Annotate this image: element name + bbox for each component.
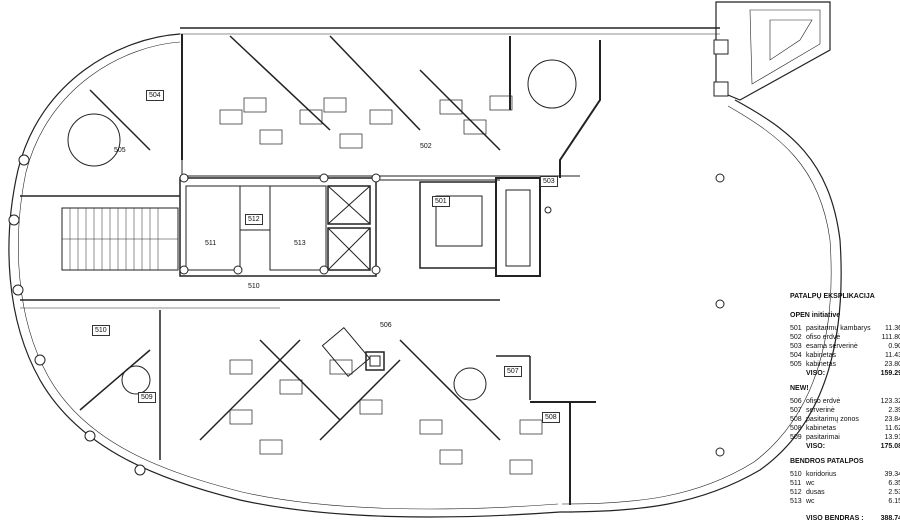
legend-row: 512 dusas 2.53 [790,488,900,497]
room-name: koridorius [806,471,837,478]
legend-group-new: NEW! 506 ofiso erdvė 123.32 507 serverinė 2.… [790,384,900,451]
stair-tower [715,1,831,101]
room-number: 507 [790,407,802,414]
legend-grand-total: VISO BENDRAS : 388.74 [790,514,900,523]
grand-total-label: VISO BENDRAS : [806,515,864,522]
room-number: 501 [790,325,802,332]
room-name: pasitarimų zonos [806,416,859,423]
legend-subtotal: VISO: 159.29 [790,369,900,378]
legend-group-shared: BENDROS PATALPOS 510 koridorius 39.34 511 w… [790,457,900,506]
room-name: kabinetas [806,352,836,359]
legend-row: 507 serverinė 2.39 [790,406,900,415]
room-area: 6.35 [888,480,900,487]
subtotal-label: VISO: [806,370,826,377]
room-name: kabinetas [806,361,836,368]
room-number: 504 [790,352,802,359]
room-area: 23.84 [884,416,900,423]
legend-row: 503 esama serverinė 0.90 [790,342,900,351]
area-legend: PATALPŲ EKSPLIKACIJA OPEN initiative 501… [790,292,900,523]
room-label-509: 509 [138,392,156,403]
subtotal-value: 175.08 [880,443,900,450]
room-number: 508 [790,416,802,423]
legend-group-title: BENDROS PATALPOS [790,458,864,465]
legend-row: 504 kabinetas 11.43 [790,351,900,360]
room-name: pasitarimų kambarys [806,325,871,332]
legend-row: 508 pasitarimų zonos 23.84 [790,415,900,424]
legend-row: 502 ofiso erdvė 111.80 [790,333,900,342]
legend-subtotal: VISO: 175.08 [790,442,900,451]
room-number: 508 [790,425,802,432]
room-area: 0.90 [888,343,900,350]
room-label-502: 502 [420,143,432,150]
room-name: esama serverinė [806,343,858,350]
room-label-501: 501 [432,196,450,207]
room-number: 506 [790,398,802,405]
room-label-512: 512 [245,214,263,225]
room-area: 111.80 [881,334,900,341]
room-area: 123.32 [880,398,900,405]
room-label-503: 503 [540,176,558,187]
room-number: 503 [790,343,802,350]
subtotal-label: VISO: [806,443,826,450]
room-name: kabinetas [806,425,836,432]
right-facade [559,99,842,513]
room-area: 2.39 [888,407,900,414]
legend-row: 501 pasitarimų kambarys 11.36 [790,324,900,333]
room-label-504: 504 [146,90,164,101]
room-label-507: 507 [504,366,522,377]
room-number: 509 [790,434,802,441]
room-label-513: 513 [294,240,306,247]
room-label-506: 506 [380,322,392,329]
room-number: 505 [790,361,802,368]
room-area: 2.53 [888,489,900,496]
legend-row: 509 pasitarimai 13.91 [790,433,900,442]
room-name: serverinė [806,407,835,414]
room-number: 510 [790,471,802,478]
room-name: ofiso erdvė [806,398,841,405]
room-area: 13.91 [884,434,900,441]
room-number: 511 [790,480,802,487]
room-name: pasitarimai [806,434,840,441]
subtotal-value: 159.29 [880,370,900,377]
room-number: 502 [790,334,802,341]
grand-total-value: 388.74 [880,515,900,522]
legend-row: 505 kabinetas 23.80 [790,360,900,369]
right-facade-inner [561,105,832,505]
room-name: dusas [806,489,825,496]
legend-group-title: NEW! [790,385,809,392]
room-label-510-left: 510 [92,325,110,336]
legend-row: 506 ofiso erdvė 123.32 [790,397,900,406]
room-name: ofiso erdvė [806,334,841,341]
outer-wall-curve-inner [18,41,559,510]
outer-wall-curve [8,33,561,518]
legend-row: 510 koridorius 39.34 [790,470,900,479]
room-area: 23.80 [884,361,900,368]
legend-group-title: OPEN initiative [790,312,841,319]
room-number: 512 [790,489,802,496]
room-area: 6.15 [888,498,900,505]
room-area: 11.43 [885,352,900,359]
room-label-505: 505 [114,147,126,154]
legend-row: 513 wc 6.15 [790,497,900,506]
room-label-510-center: 510 [248,283,260,290]
room-area: 11.36 [885,325,900,332]
legend-row: 508 kabinetas 11.62 [790,424,900,433]
legend-title: PATALPŲ EKSPLIKACIJA [790,293,875,300]
room-area: 11.62 [885,425,900,432]
room-number: 513 [790,498,802,505]
room-name: wc [806,480,815,487]
legend-group-open: OPEN initiative 501 pasitarimų kambarys 11… [790,311,900,378]
room-label-511: 511 [205,240,217,247]
room-area: 39.34 [884,471,900,478]
room-name: wc [806,498,815,505]
room-label-508: 508 [542,412,560,423]
legend-row: 511 wc 6.35 [790,479,900,488]
